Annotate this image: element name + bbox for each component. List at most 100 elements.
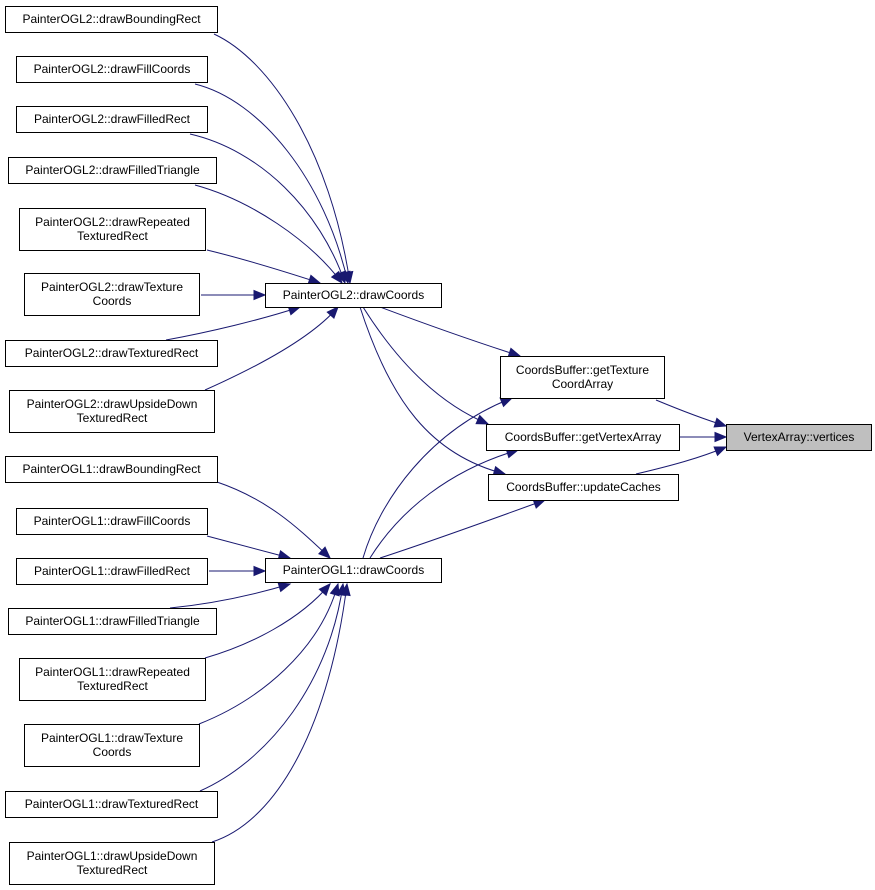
edge-ogl1_drawcoords-to-ogl1_boundingrect <box>216 481 331 559</box>
edge-arrowhead <box>340 582 351 597</box>
edge-ogl1_drawcoords-to-ogl1_texturedrect <box>199 582 347 792</box>
node-box <box>5 791 218 818</box>
node-ogl1-texturedrect[interactable]: PainterOGL1::drawTexturedRect <box>5 791 218 818</box>
edges-layer <box>165 33 728 843</box>
edge-ogl2_drawcoords-to-ogl2_upsidedowntexturedrect <box>204 306 339 391</box>
edge-arrowhead <box>307 274 322 285</box>
node-box <box>19 208 206 251</box>
edge-arrowhead <box>499 397 514 408</box>
node-box <box>16 508 208 535</box>
edge-line <box>216 481 331 559</box>
node-label: PainterOGL2::drawFilledRect <box>34 112 191 126</box>
node-label: PainterOGL2::drawUpsideDown <box>27 397 198 411</box>
edge-ogl2_drawcoords-to-ogl2_texturecoords <box>201 289 267 301</box>
edge-arrowhead <box>713 446 728 457</box>
edge-ogl1_drawcoords-to-ogl1_upsidedowntexturedrect <box>211 582 351 843</box>
edge-ogl1_drawcoords-to-ogl1_filledrect <box>209 565 267 577</box>
node-box <box>265 283 442 308</box>
node-box <box>726 424 872 451</box>
node-box <box>24 724 200 767</box>
node-label: VertexArray::vertices <box>744 430 855 444</box>
node-ogl2-boundingrect[interactable]: PainterOGL2::drawBoundingRect <box>5 6 218 33</box>
node-label: PainterOGL1::drawTexturedRect <box>25 797 199 811</box>
edge-line <box>362 306 489 425</box>
edge-arrowhead <box>253 289 267 301</box>
node-label: PainterOGL1::drawTexture <box>41 731 183 745</box>
node-box <box>9 842 215 885</box>
edge-line <box>189 133 346 284</box>
node-ogl1-filledrect[interactable]: PainterOGL1::drawFilledRect <box>16 558 208 585</box>
node-label: PainterOGL2::drawCoords <box>283 288 424 302</box>
edge-arrowhead <box>318 583 331 597</box>
node-box <box>488 474 679 501</box>
edge-line <box>165 306 301 341</box>
edge-line <box>206 249 321 284</box>
edge-line <box>362 397 513 559</box>
edge-line <box>635 446 727 475</box>
edge-line <box>359 306 506 475</box>
edge-line <box>198 583 339 725</box>
node-label: Coords <box>93 745 132 759</box>
node-va-vertices[interactable]: VertexArray::vertices <box>726 424 872 451</box>
node-label: TexturedRect <box>77 229 148 243</box>
edge-cb_gettexturecoordarray-to-ogl2_drawcoords <box>379 306 522 358</box>
node-label: PainterOGL1::drawBoundingRect <box>22 462 201 476</box>
node-cb-updatecaches[interactable]: CoordsBuffer::updateCaches <box>488 474 679 501</box>
edge-ogl1_drawcoords-to-ogl1_filledtriangle <box>169 582 292 609</box>
edge-va_vertices-to-cb_updatecaches <box>635 446 728 475</box>
node-box <box>5 456 218 483</box>
node-label: PainterOGL1::drawCoords <box>283 563 424 577</box>
edge-arrowhead <box>318 546 331 559</box>
node-label: Coords <box>93 294 132 308</box>
edge-line <box>199 583 344 792</box>
edge-ogl1_drawcoords-to-ogl1_repeatedtexturedrect <box>204 583 331 659</box>
edge-line <box>379 499 546 559</box>
node-ogl2-texturedrect[interactable]: PainterOGL2::drawTexturedRect <box>5 340 218 367</box>
node-label: TexturedRect <box>77 863 148 877</box>
node-label: PainterOGL2::drawRepeated <box>35 215 190 229</box>
node-ogl1-filledtriangle[interactable]: PainterOGL1::drawFilledTriangle <box>8 608 217 635</box>
edge-line <box>204 583 331 659</box>
node-ogl2-filledrect[interactable]: PainterOGL2::drawFilledRect <box>16 106 208 133</box>
node-box <box>5 340 218 367</box>
node-ogl1-boundingrect[interactable]: PainterOGL1::drawBoundingRect <box>5 456 218 483</box>
edge-ogl2_drawcoords-to-ogl2_boundingrect <box>213 33 354 285</box>
edge-arrowhead <box>475 414 490 425</box>
edge-line <box>211 583 348 843</box>
edge-line <box>194 83 349 284</box>
node-box <box>8 157 217 184</box>
node-ogl2-drawcoords[interactable]: PainterOGL2::drawCoords <box>265 283 442 308</box>
edge-va_vertices-to-cb_getvertexarray <box>679 431 728 443</box>
edge-line <box>206 535 291 559</box>
edge-line <box>379 306 521 357</box>
node-label: PainterOGL2::drawTexture <box>41 280 183 294</box>
node-label: PainterOGL2::drawFilledTriangle <box>25 163 200 177</box>
node-ogl2-fillcoords[interactable]: PainterOGL2::drawFillCoords <box>16 56 208 83</box>
edge-line <box>204 306 339 391</box>
node-label: CoordsBuffer::getTexture <box>516 363 650 377</box>
node-label: PainterOGL1::drawRepeated <box>35 665 190 679</box>
edge-arrowhead <box>330 270 343 285</box>
node-box <box>9 390 215 433</box>
node-ogl1-drawcoords[interactable]: PainterOGL1::drawCoords <box>265 558 442 583</box>
node-cb-getvertexarray[interactable]: CoordsBuffer::getVertexArray <box>486 424 680 451</box>
edge-arrowhead <box>277 582 292 593</box>
node-ogl1-fillcoords[interactable]: PainterOGL1::drawFillCoords <box>16 508 208 535</box>
node-ogl2-filledtriangle[interactable]: PainterOGL2::drawFilledTriangle <box>8 157 217 184</box>
node-label: PainterOGL2::drawFillCoords <box>34 62 191 76</box>
node-label: CoordsBuffer::getVertexArray <box>505 430 662 444</box>
edge-ogl1_drawcoords-to-ogl1_texturecoords <box>198 582 340 725</box>
node-box <box>8 608 217 635</box>
node-label: PainterOGL1::drawFillCoords <box>34 514 191 528</box>
node-label: PainterOGL1::drawUpsideDown <box>27 849 198 863</box>
edge-line <box>169 583 291 609</box>
edge-ogl2_drawcoords-to-ogl2_repeatedtexturedrect <box>206 249 322 285</box>
